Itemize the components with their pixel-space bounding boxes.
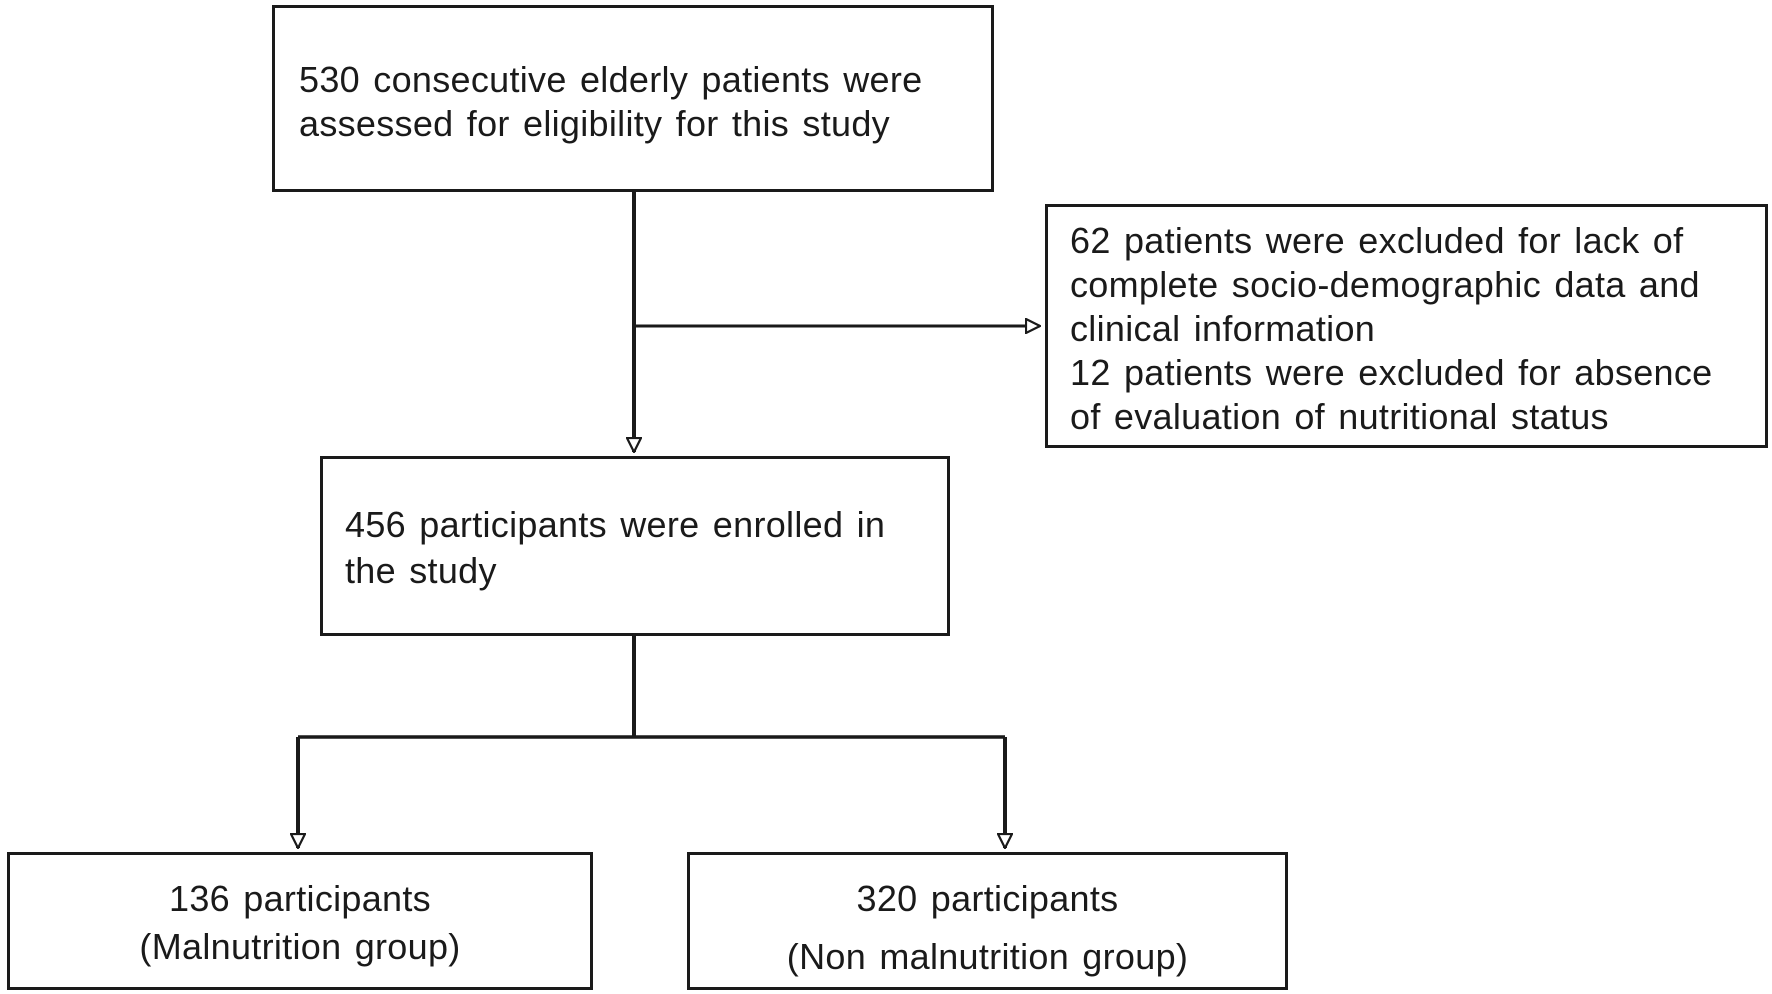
excluded-text-line-1: 62 patients were excluded for lack of [1070, 220, 1684, 261]
excluded-text-line-3: clinical information [1070, 308, 1376, 349]
excluded-text-line-5: of evaluation of nutritional status [1070, 396, 1609, 437]
enrolled-box: 456 participants were enrolled in the st… [320, 456, 950, 636]
enrolled-text-line-1: 456 participants were enrolled in [345, 504, 886, 545]
enrolled-text-line-2: the study [345, 550, 497, 591]
excluded-text-line-2: complete socio-demographic data and [1070, 264, 1700, 305]
screened-text-line-1: 530 consecutive elderly patients were [299, 59, 923, 100]
non-malnutrition-box: 320 participants (Non malnutrition group… [687, 852, 1288, 990]
malnutrition-box: 136 participants (Malnutrition group) [7, 852, 593, 990]
non-malnutrition-text-line-1: 320 participants [856, 878, 1119, 919]
screened-text-line-2: assessed for eligibility for this study [299, 103, 890, 144]
excluded-box: 62 patients were excluded for lack of co… [1045, 204, 1768, 448]
excluded-text-line-4: 12 patients were excluded for absence [1070, 352, 1713, 393]
screened-box: 530 consecutive elderly patients were as… [272, 5, 994, 192]
malnutrition-text-line-1: 136 participants [169, 878, 431, 919]
malnutrition-text-line-2: (Malnutrition group) [139, 926, 461, 967]
non-malnutrition-text-line-2: (Non malnutrition group) [786, 936, 1189, 977]
